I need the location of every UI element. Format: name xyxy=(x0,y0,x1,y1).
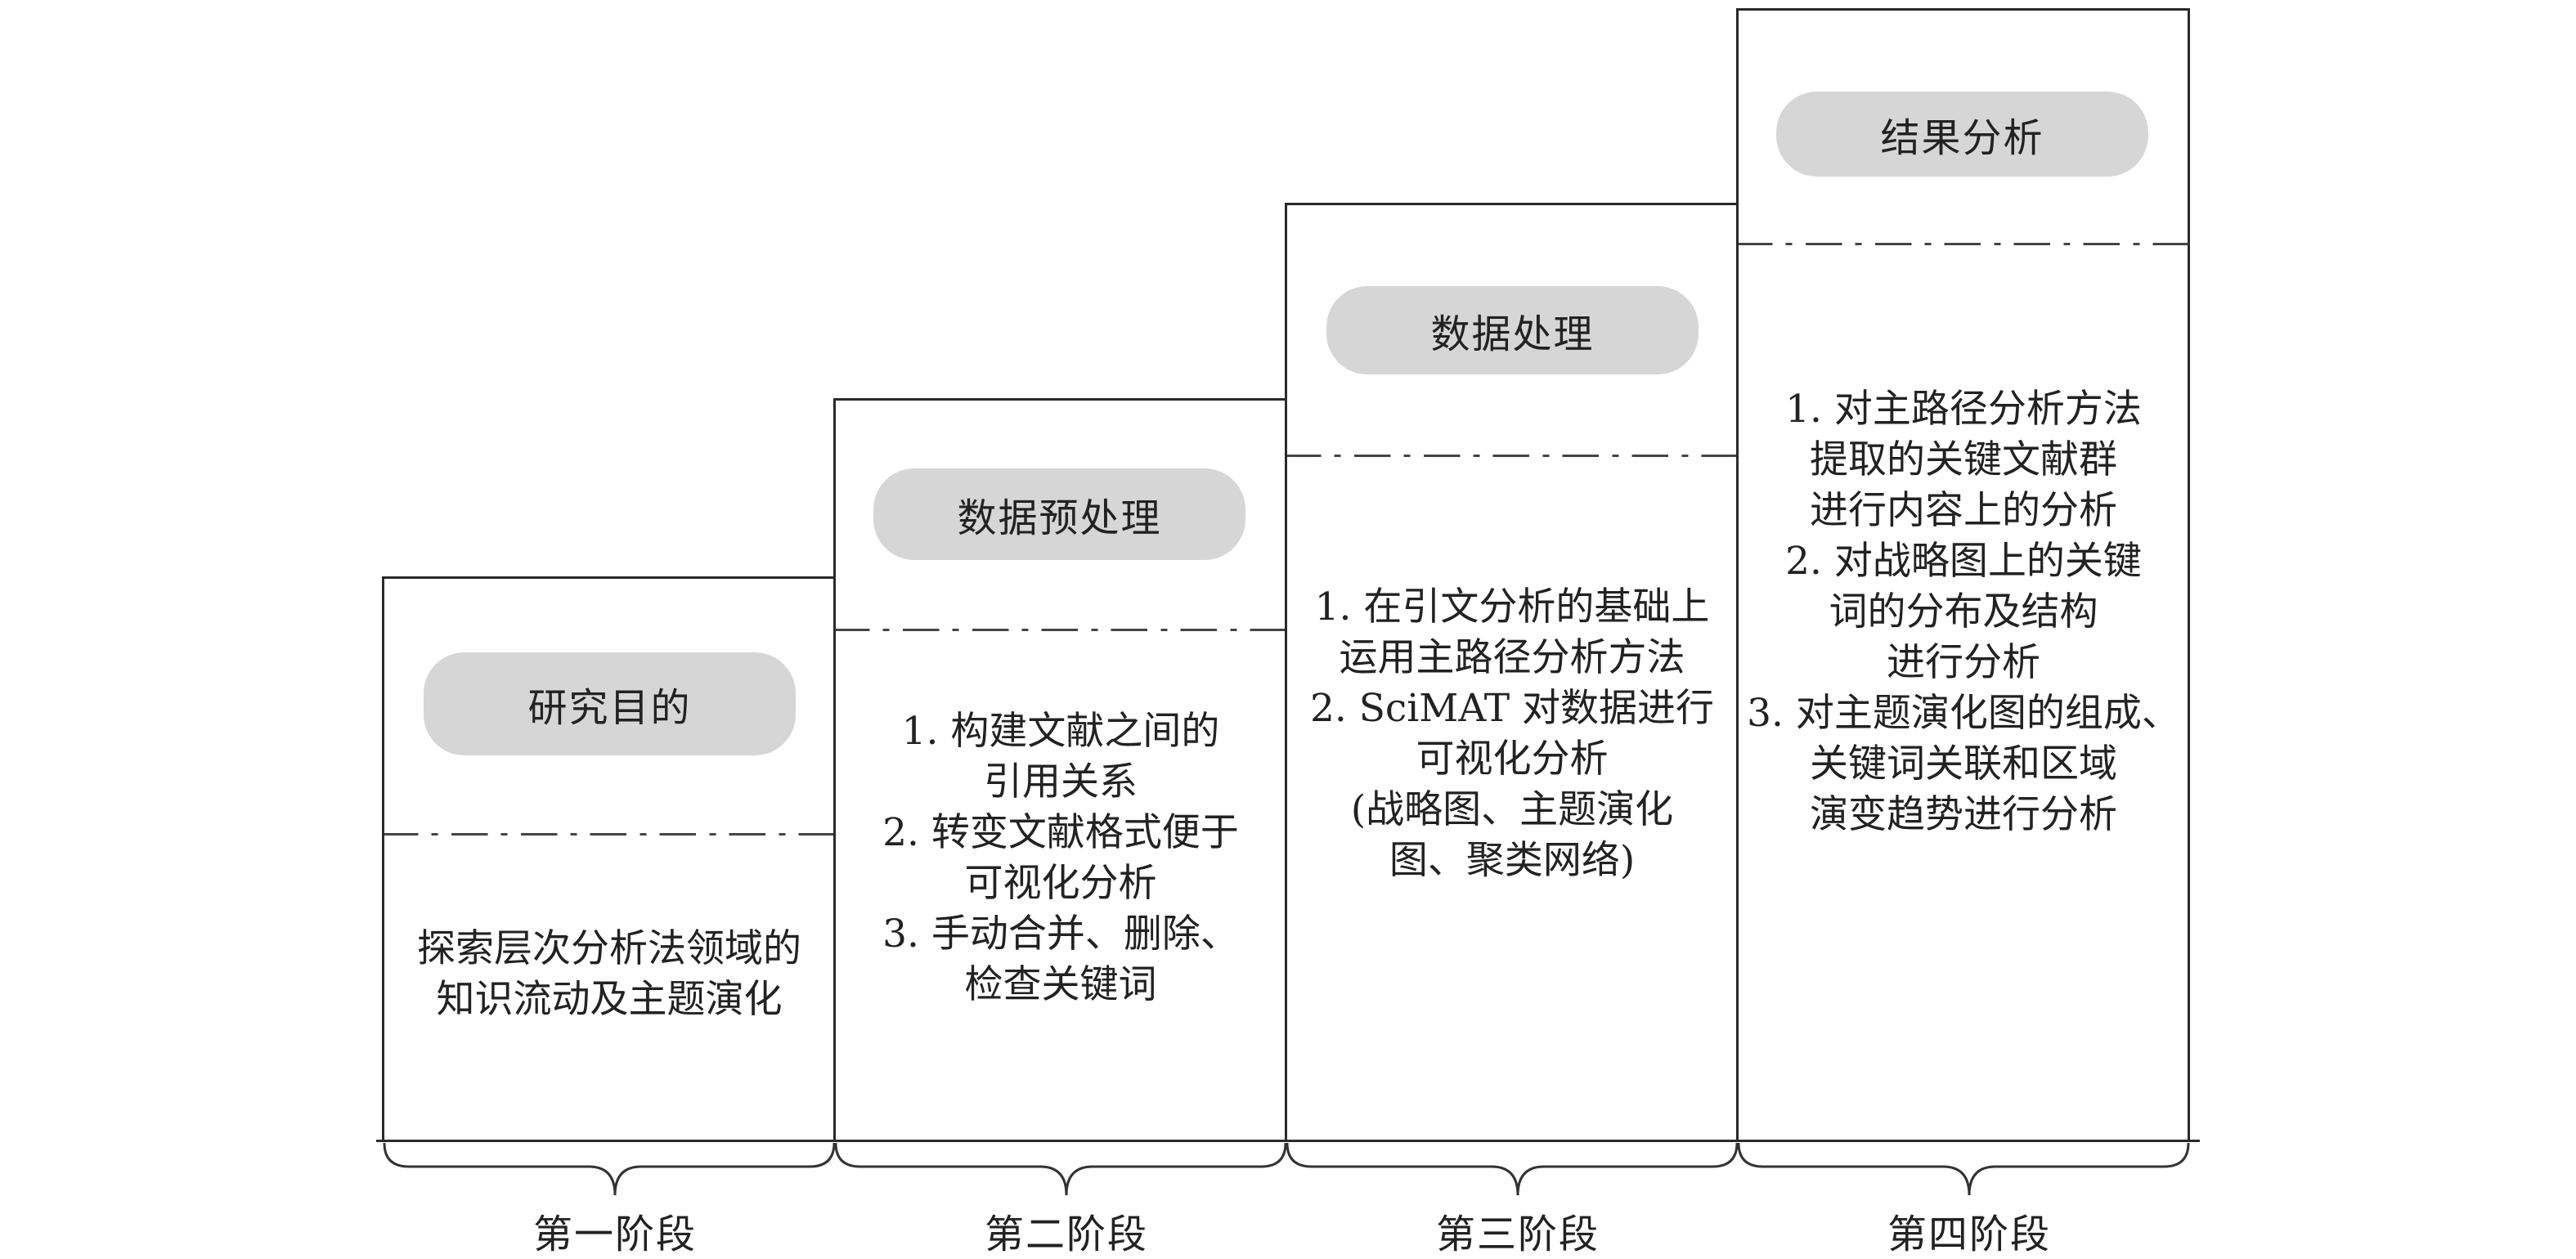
stage-4-line-3: 进行内容上的分析 xyxy=(1810,488,2117,533)
stage-4-line-8: 关键词关联和区域 xyxy=(1810,742,2117,786)
stage-4-title: 结果分析 xyxy=(1776,92,2148,177)
stage-2-line-2: 引用关系 xyxy=(984,759,1138,804)
stage-3-content: 1. 在引文分析的基础上 运用主路径分析方法 2. SciMAT 对数据进行 可… xyxy=(1287,582,1737,886)
stage-3-title: 数据处理 xyxy=(1326,286,1699,374)
stage-4-line-9: 演变趋势进行分析 xyxy=(1810,792,2117,837)
stage-1-brace xyxy=(383,1142,836,1196)
stage-3-divider xyxy=(1287,455,1737,457)
stage-4-line-5: 词的分布及结构 xyxy=(1829,589,2098,634)
stage-1-line-2: 知识流动及主题演化 xyxy=(436,977,783,1022)
stage-1-divider xyxy=(384,833,834,836)
stage-1-label: 第一阶段 xyxy=(532,1212,697,1257)
stage-4-line-7: 3. 对主题演化图的组成、 xyxy=(1747,691,2180,736)
stage-4-box xyxy=(1736,8,2190,1140)
stage-3-line-1: 1. 在引文分析的基础上 xyxy=(1314,585,1710,630)
stage-4-line-1: 1. 对主路径分析方法 xyxy=(1785,387,2142,432)
stage-4-line-4: 2. 对战略图上的关键 xyxy=(1785,539,2142,584)
stage-2-divider xyxy=(836,629,1286,631)
stage-2-title: 数据预处理 xyxy=(873,468,1245,560)
stage-1-content: 探索层次分析法领域的 知识流动及主题演化 xyxy=(384,924,834,1025)
stage-2-line-3: 2. 转变文献格式便于 xyxy=(882,810,1239,855)
stage-1-line-1: 探索层次分析法领域的 xyxy=(417,926,801,971)
stage-3-line-5: (战略图、主题演化 xyxy=(1350,787,1674,832)
stage-3-label: 第三阶段 xyxy=(1435,1212,1600,1257)
stage-4-line-6: 进行分析 xyxy=(1887,640,2040,685)
stage-4-content: 1. 对主路径分析方法 提取的关键文献群 进行内容上的分析 2. 对战略图上的关… xyxy=(1739,384,2188,840)
stage-2-line-6: 检查关键词 xyxy=(964,962,1157,1007)
stage-4-label: 第四阶段 xyxy=(1887,1212,2051,1257)
stage-3-line-6: 图、聚类网络) xyxy=(1389,838,1636,883)
stage-3-line-3: 2. SciMAT 对数据进行 xyxy=(1309,686,1715,731)
stage-2-line-1: 1. 构建文献之间的 xyxy=(901,709,1220,754)
stage-4-line-2: 提取的关键文献群 xyxy=(1810,437,2117,482)
stage-3-line-4: 可视化分析 xyxy=(1416,737,1609,782)
stage-3-brace xyxy=(1286,1142,1739,1196)
stage-2-line-5: 3. 手动合并、删除、 xyxy=(882,912,1239,957)
stage-3-line-2: 运用主路径分析方法 xyxy=(1339,635,1685,680)
stage-2-line-4: 可视化分析 xyxy=(964,861,1157,906)
stage-2-brace xyxy=(834,1142,1287,1196)
stage-2-label: 第二阶段 xyxy=(984,1212,1148,1257)
stage-1-title: 研究目的 xyxy=(424,652,796,755)
stage-2-content: 1. 构建文献之间的 引用关系 2. 转变文献格式便于 可视化分析 3. 手动合… xyxy=(836,706,1286,1010)
baseline xyxy=(376,1140,2200,1142)
stage-4-divider xyxy=(1739,243,2188,245)
stage-4-brace xyxy=(1737,1142,2190,1196)
